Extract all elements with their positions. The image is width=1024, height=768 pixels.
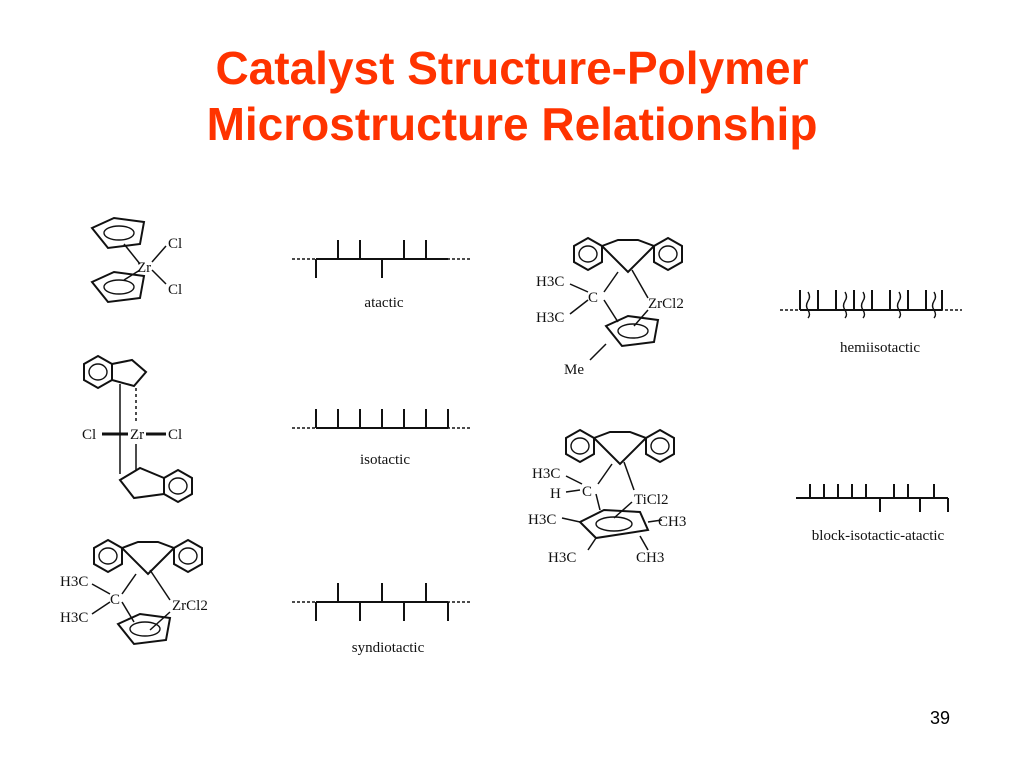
ti-bridge-me: H3C (532, 466, 560, 482)
zr-bis-indenyl-right-ligand: Cl (168, 427, 182, 443)
page-number: 39 (930, 708, 951, 728)
zr-fl-cp-me-1: H3C (60, 574, 88, 590)
label-hemiisotactic: hemiisotactic (840, 340, 920, 356)
catalyst-zr-bis-cp: Zr Cl Cl (91, 217, 182, 303)
polymer-syndiotactic: syndiotactic (292, 583, 470, 656)
catalyst-ti-fluorenyl-cpme4: H3C H C TiCl2 H3C CH3 H3C CH3 (528, 430, 686, 566)
zr-fl-mecp-bridge: C (588, 290, 598, 306)
label-syndiotactic: syndiotactic (352, 640, 425, 656)
zr-fl-mecp-substituent: Me (564, 362, 584, 378)
label-block-isotactic-atactic: block-isotactic-atactic (812, 528, 945, 544)
polymer-isotactic: isotactic (292, 409, 470, 468)
title-line-2: Microstructure Relationship (206, 98, 818, 150)
zr-bis-cp-ligand-1: Cl (168, 236, 182, 252)
polymer-hemiisotactic: hemiisotactic (780, 290, 962, 356)
title-line-1: Catalyst Structure-Polymer (215, 42, 809, 94)
zr-fl-mecp-metal: ZrCl2 (648, 296, 684, 312)
label-atactic: atactic (364, 295, 403, 311)
ti-ring-me-2: CH3 (658, 514, 686, 530)
zr-bis-indenyl-left-ligand: Cl (82, 427, 96, 443)
label-isotactic: isotactic (360, 452, 410, 468)
zr-fl-mecp-me-1: H3C (536, 274, 564, 290)
zr-bis-cp-ligand-2: Cl (168, 282, 182, 298)
zr-bis-indenyl-metal: Zr (130, 427, 144, 443)
ti-bridge-h: H (550, 486, 561, 502)
catalyst-zr-fluorenyl-mecp: H3C H3C C ZrCl2 Me (536, 238, 684, 378)
zr-fl-cp-me-2: H3C (60, 610, 88, 626)
ti-metal: TiCl2 (634, 492, 668, 508)
catalyst-zr-fluorenyl-cp: H3C H3C C ZrCl2 (60, 540, 208, 645)
ti-ring-me-3: H3C (548, 550, 576, 566)
catalyst-zr-bis-indenyl: Zr Cl Cl (82, 355, 193, 503)
polymer-atactic: atactic (292, 240, 470, 311)
slide-title: Catalyst Structure-Polymer Microstructur… (0, 40, 1024, 152)
zr-fl-cp-metal: ZrCl2 (172, 598, 208, 614)
ti-ring-me-1: H3C (528, 512, 556, 528)
zr-bis-cp-metal: Zr (137, 260, 151, 276)
ti-ring-me-4: CH3 (636, 550, 664, 566)
zr-fl-mecp-me-2: H3C (536, 310, 564, 326)
polymer-block-isotactic-atactic: block-isotactic-atactic (796, 484, 949, 544)
zr-fl-cp-bridge: C (110, 592, 120, 608)
ti-bridge: C (582, 484, 592, 500)
